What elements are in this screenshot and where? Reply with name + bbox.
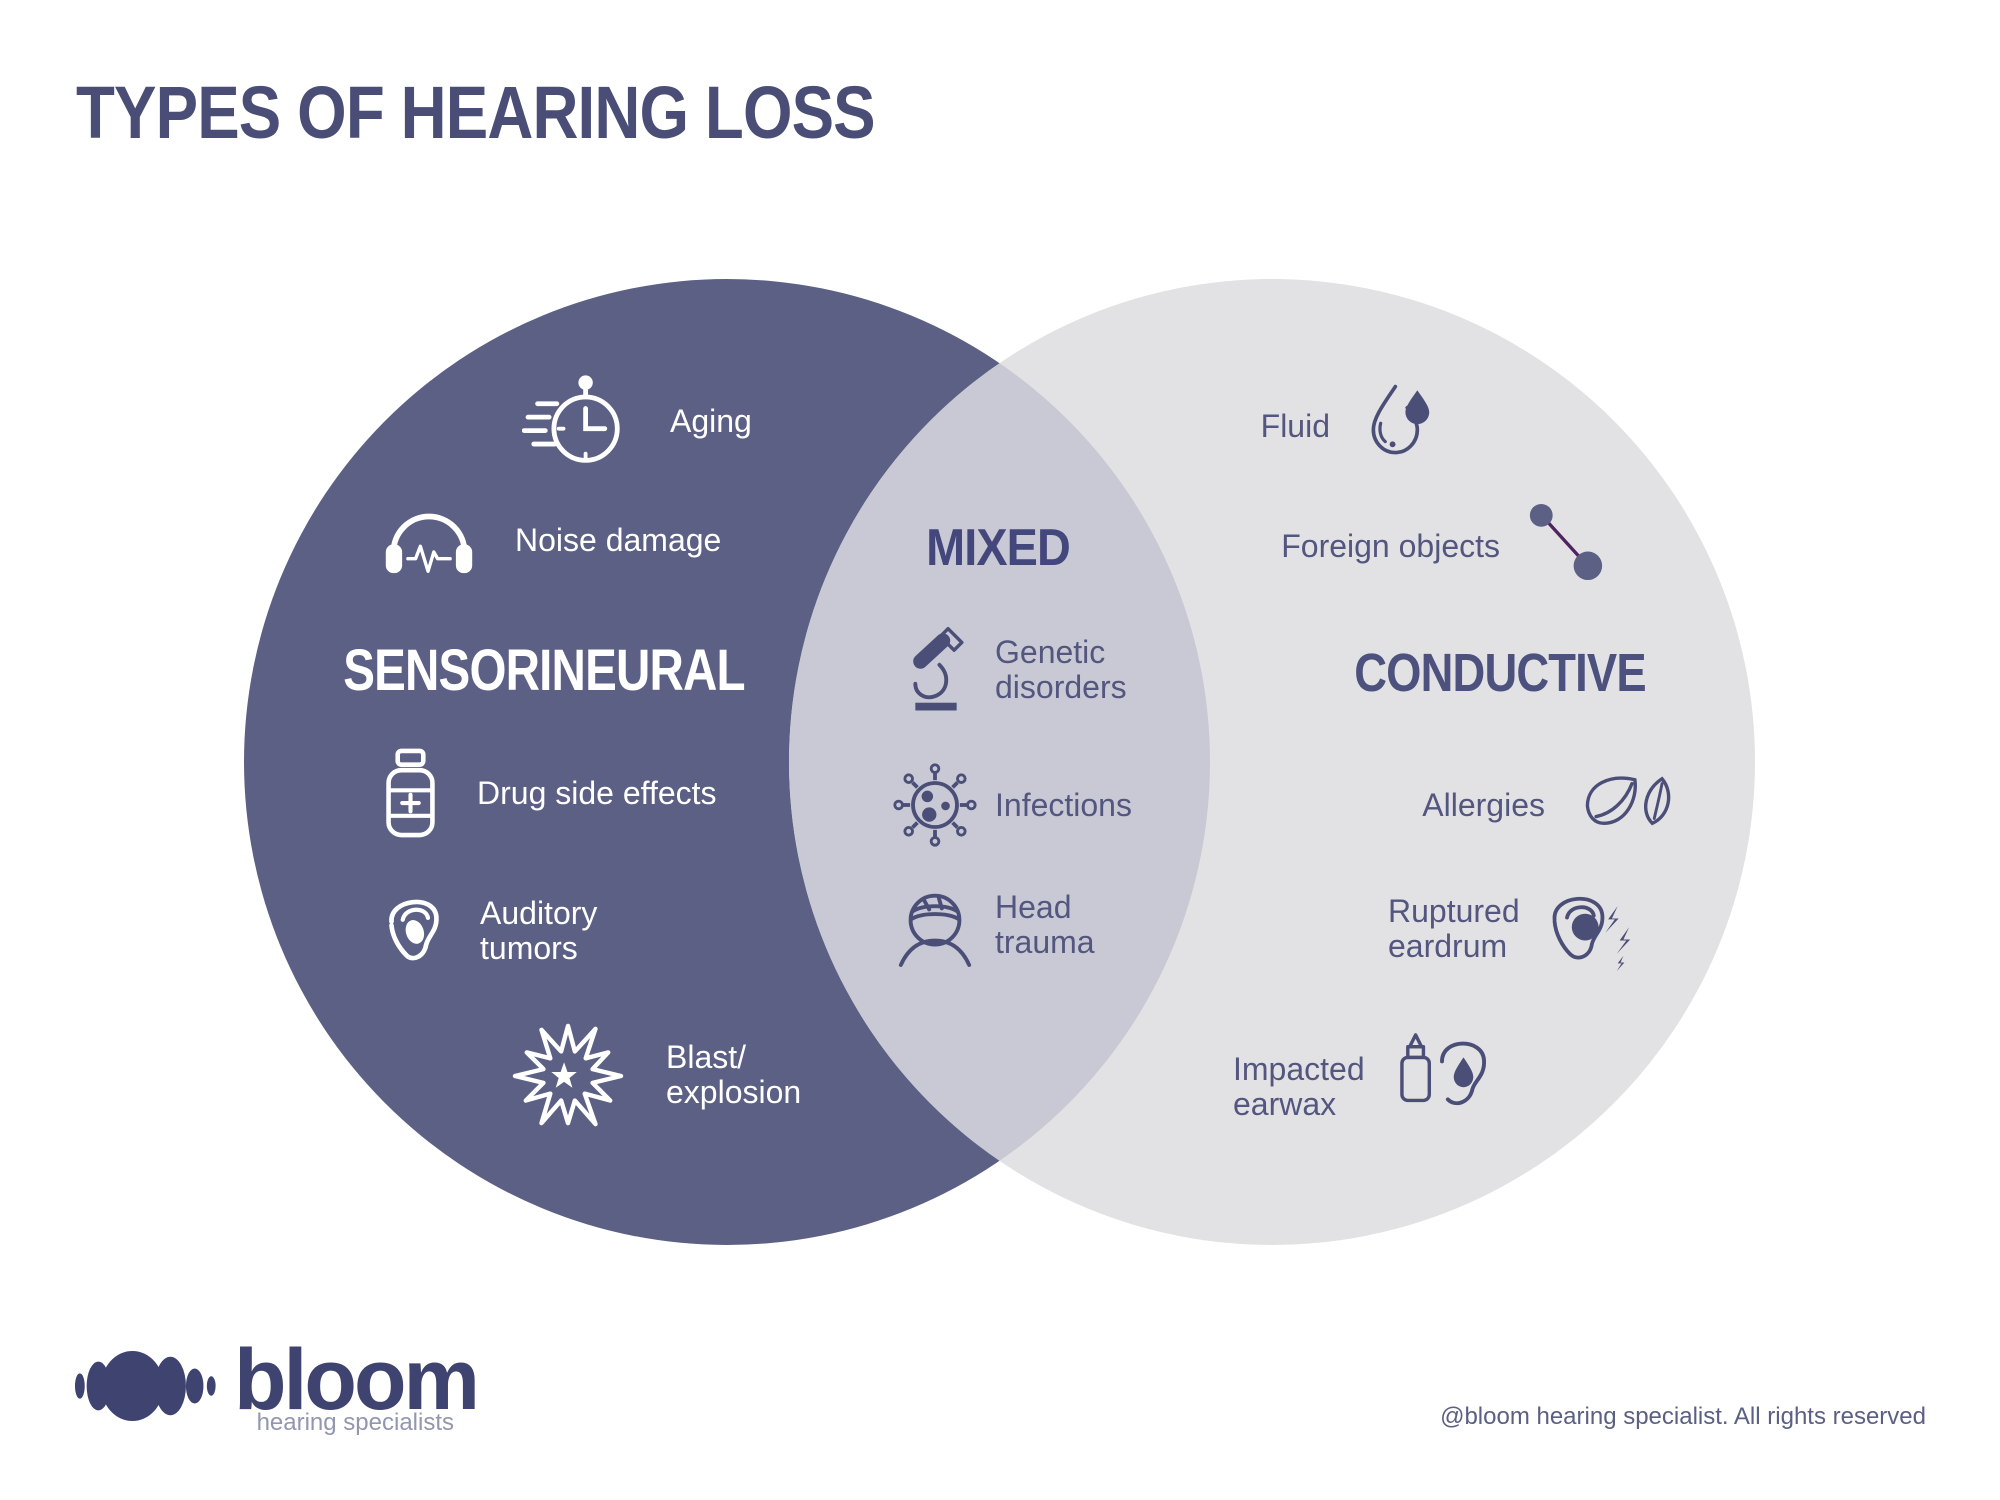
item-aging: Aging [522, 371, 752, 471]
item-label: Aging [670, 402, 752, 439]
stopwatch-icon [522, 375, 620, 463]
item-label: Head trauma [995, 889, 1095, 960]
mixed-overlap [789, 279, 1210, 1245]
explosion-icon [512, 1023, 624, 1127]
item-genetic-disorders: Genetic disorders [905, 622, 1127, 718]
barbell-icon [1529, 503, 1603, 581]
mixed-heading: MIXED [926, 519, 1071, 577]
microscope-icon [913, 626, 964, 711]
item-label: Auditory tumors [480, 895, 598, 966]
copyright-text: @bloom hearing specialist. All rights re… [1440, 1403, 1926, 1430]
soundwave-icon [74, 1350, 216, 1422]
conductive-heading: CONDUCTIVE [1354, 643, 1646, 703]
item-impacted-earwax-label: Impacted earwax [1233, 1051, 1365, 1122]
item-noise-damage: Noise damage [381, 501, 721, 579]
item-allergies-label: Allergies [1422, 787, 1545, 823]
item-ruptured-eardrum-label: Ruptured eardrum [1388, 893, 1520, 964]
item-drug-side-effects: Drug side effects [384, 748, 717, 838]
brand-tagline: hearing specialists [256, 1409, 454, 1436]
item-label: Drug side effects [477, 774, 717, 811]
item-blast-explosion: Blast/ explosion [512, 1020, 801, 1130]
sensorineural-heading: SENSORINEURAL [343, 638, 745, 703]
brand-wordmark: bloom [234, 1332, 480, 1428]
item-head-trauma: Head trauma [895, 880, 1095, 970]
item-auditory-tumors: Auditory tumors [384, 886, 597, 976]
dropper-ear-icon [1400, 1033, 1486, 1106]
head-bandage-icon [898, 893, 972, 967]
item-label: Blast/ explosion [666, 1039, 802, 1110]
water-drop-icon [1371, 384, 1430, 455]
pill-bottle-icon [386, 748, 435, 838]
ear-tumor-icon [389, 899, 439, 961]
headphones-icon [385, 513, 473, 573]
item-foreign-objects-label: Foreign objects [1281, 528, 1500, 564]
virus-icon [893, 763, 977, 847]
item-infections: Infections [891, 761, 1132, 849]
page-title: TYPES OF HEARING LOSS [76, 71, 876, 154]
item-label: Infections [995, 786, 1132, 823]
item-label: Noise damage [515, 521, 722, 558]
leaves-icon [1585, 776, 1671, 826]
ear-pain-icon [1552, 896, 1631, 972]
item-fluid-label: Fluid [1260, 408, 1330, 444]
item-label: Genetic disorders [995, 634, 1127, 705]
